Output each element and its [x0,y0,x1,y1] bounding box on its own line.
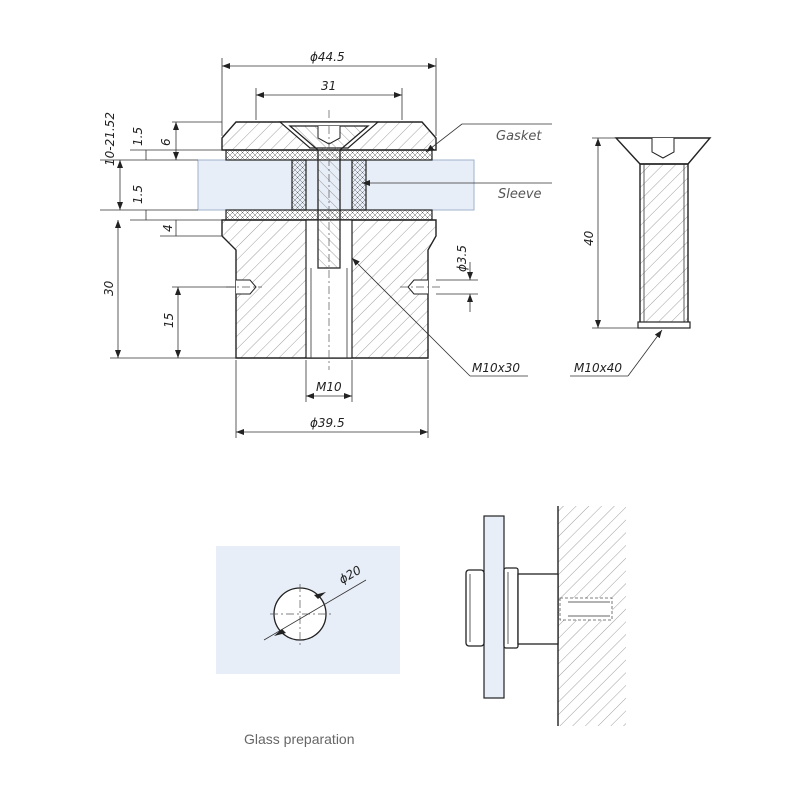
bolt-view [570,137,712,377]
bolt-side-hex-socket [651,138,675,159]
bolt-side-shank [639,163,689,325]
fitting-cap [465,569,485,647]
dim-bolt-length: 40 [582,230,596,246]
glass-edge [483,515,505,699]
sleeve-right [351,159,367,211]
anchor-hole [559,597,613,621]
label-gasket: Gasket [496,129,542,144]
installed-view [465,506,626,726]
section-view [197,110,475,370]
dim-set-screw-height: 15 [162,313,176,328]
dim-gasket-top: 1.5 [131,127,145,146]
dim-outer-cap: ϕ44.5 [310,50,345,64]
dim-thread-size: M10 [316,380,342,394]
label-bolt-callout: M10x40 [574,361,622,375]
dim-flange-height: 4 [161,224,175,232]
dim-gasket-bottom: 1.5 [131,185,145,204]
sleeve-left [291,159,307,211]
glass-preparation-view [216,546,400,674]
label-sleeve: Sleeve [498,187,542,202]
dimension-lines [100,58,552,438]
dim-body-diameter: ϕ39.5 [310,416,345,430]
dim-body-height: 30 [102,280,116,296]
dim-cap-recess: 31 [321,79,336,93]
dimension-texts: ϕ44.5 31 6 1.5 10-21.52 1.5 4 30 15 ϕ3.5… [102,50,542,430]
fitting-body [517,573,559,645]
bolt-side-tip [637,321,691,329]
fitting-flange [503,567,519,649]
caption-glass-preparation: Glass preparation [244,731,355,747]
dim-cap-height: 6 [159,138,173,146]
dim-glass-thickness: 10-21.52 [103,112,117,166]
label-thread-callout: M10x30 [472,361,520,375]
dim-set-screw-hole: ϕ3.5 [455,245,469,272]
